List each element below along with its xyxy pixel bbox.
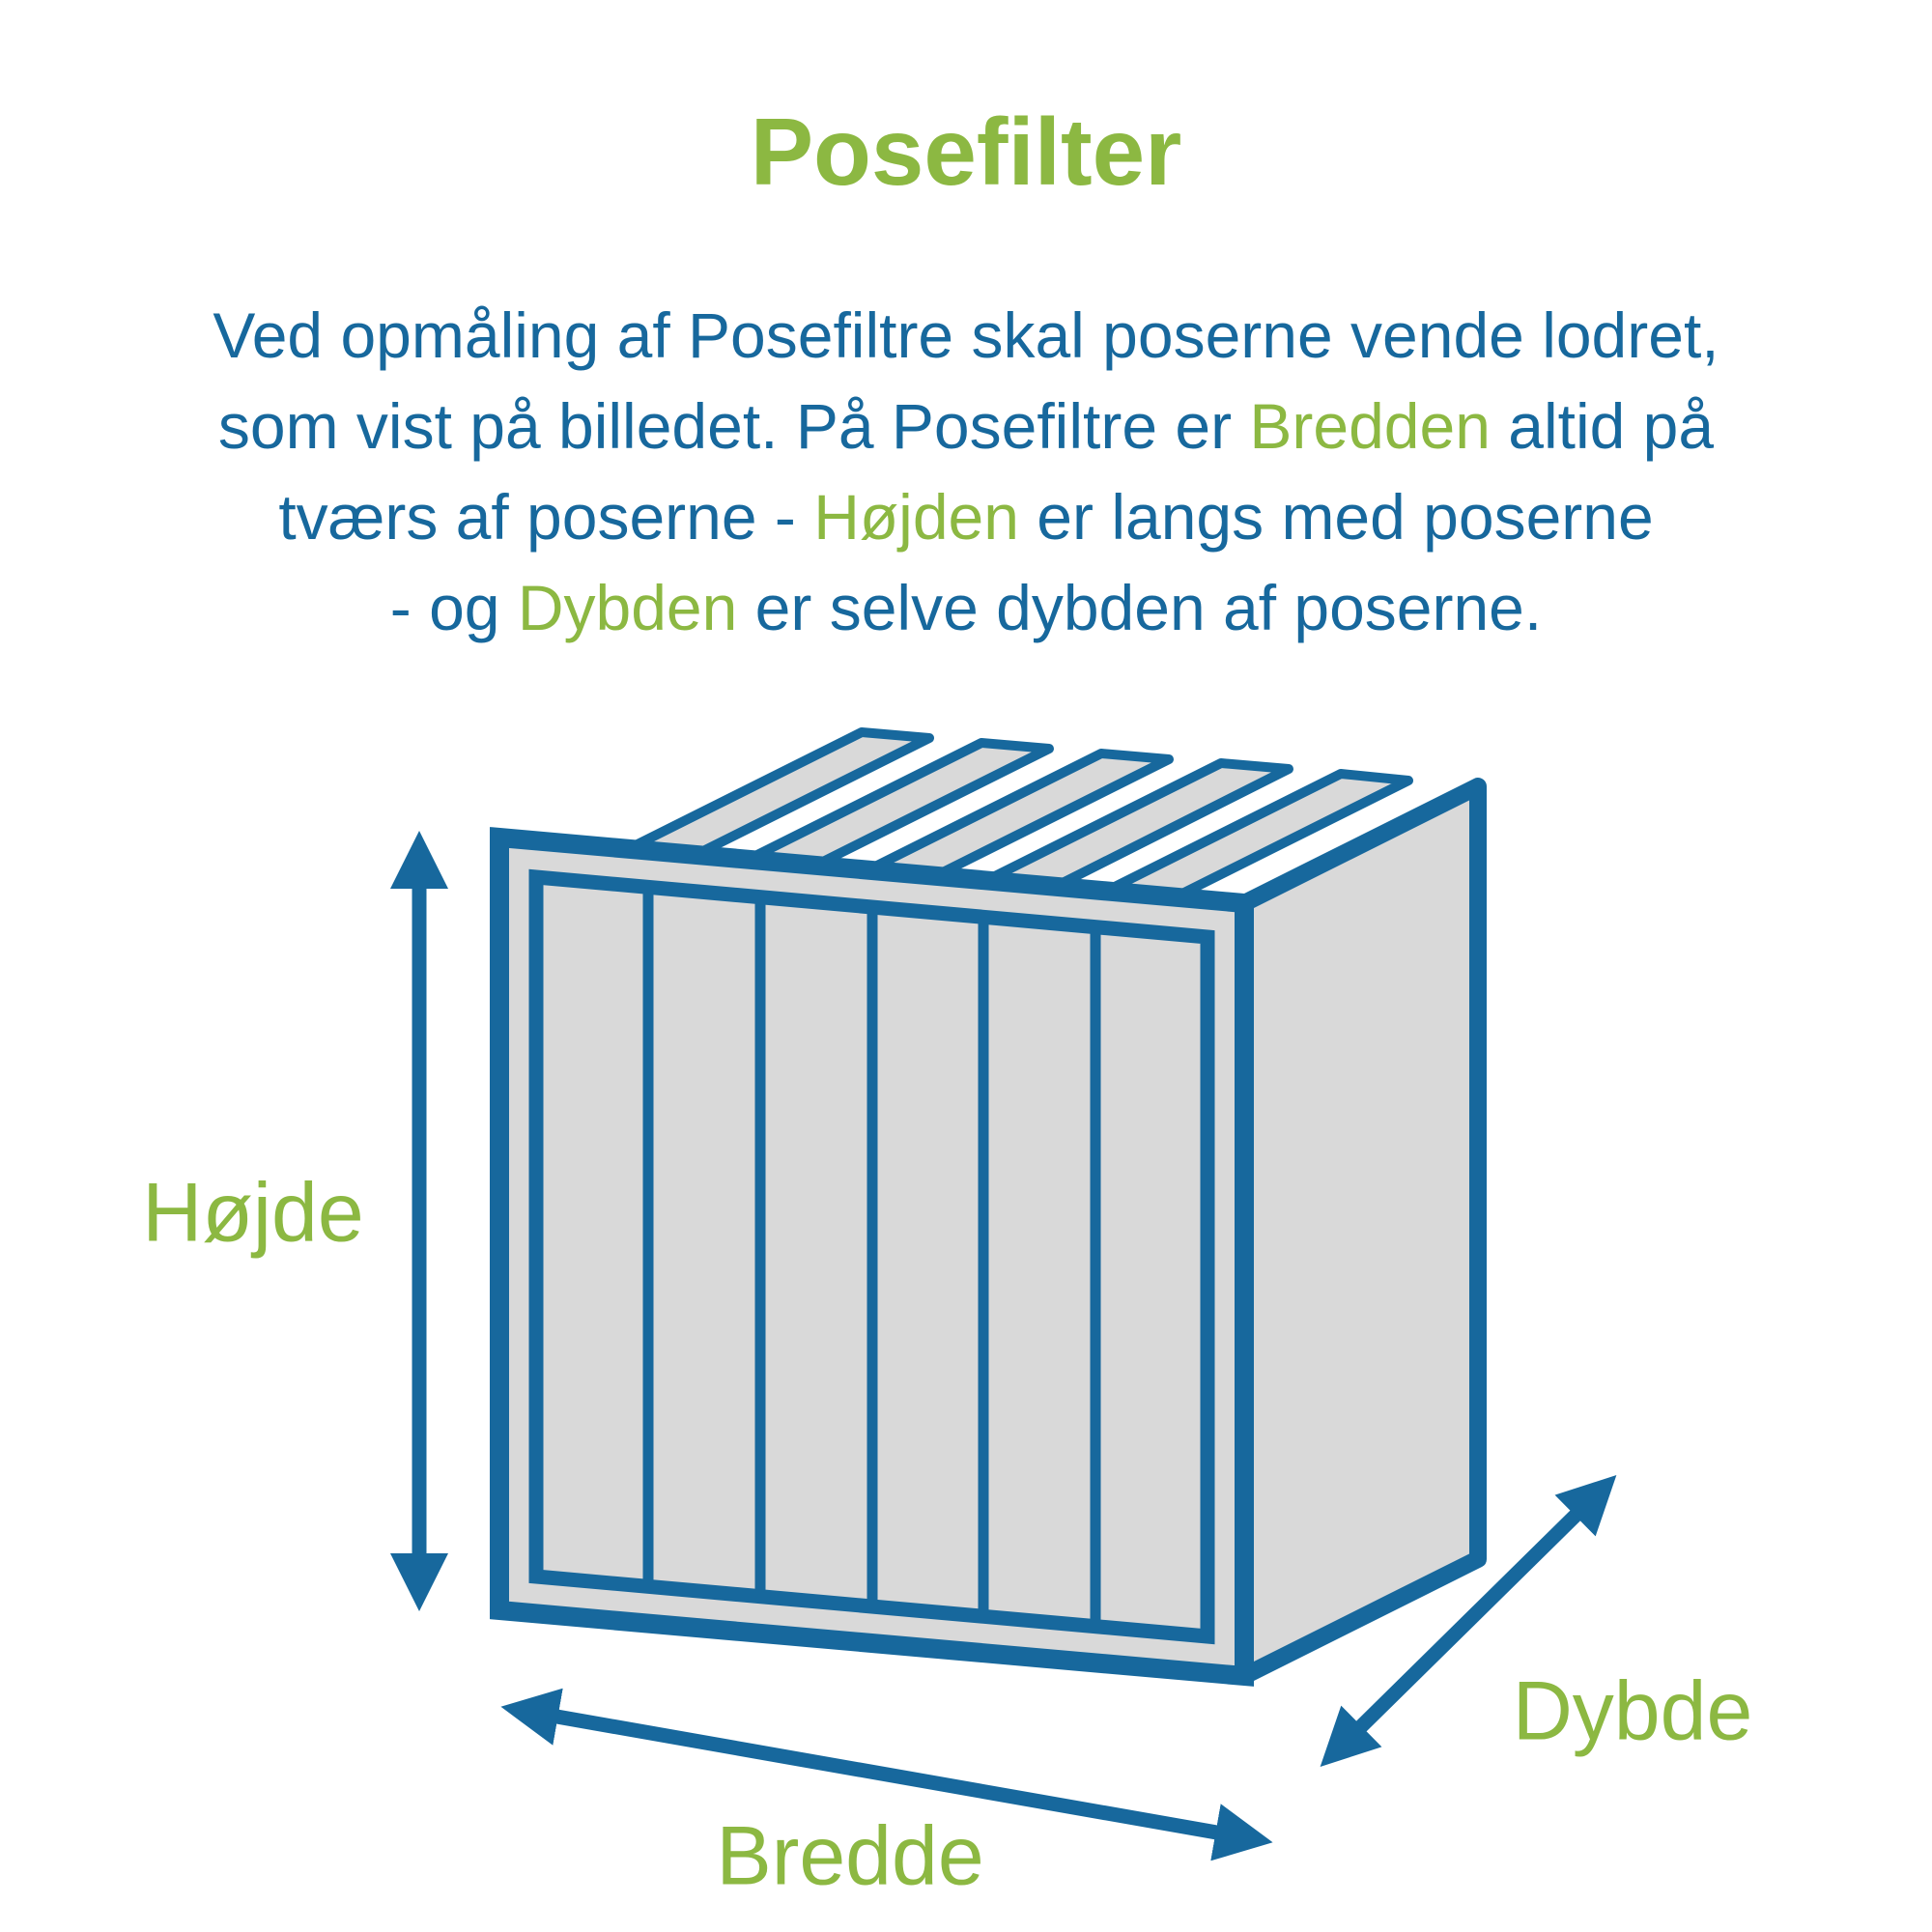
pocket-dividers [642,887,1101,1627]
intro-line-4: - og Dybden er selve dybden af poserne. [390,572,1542,643]
keyword-bredden: Bredden [1249,390,1491,462]
intro-line-3: tværs af poserne - Højden er langs med p… [278,481,1653,553]
intro-line-1: Ved opmåling af Posefiltre skal poserne … [213,299,1719,371]
intro-line-2-text: som vist på billedet. På Posefiltre er [217,390,1250,462]
keyword-hojden: Højden [813,481,1019,553]
keyword-dybden: Dybden [517,572,738,643]
intro-line-3-text: tværs af poserne - [278,481,814,553]
intro-line-2: som vist på billedet. På Posefiltre er B… [218,390,1714,462]
depth-label: Dybde [1512,1664,1753,1758]
depth-arrow [1320,1474,1617,1768]
width-label: Bredde [716,1809,984,1903]
intro-line-2-tail: altid på [1490,390,1715,462]
width-arrow [500,1688,1273,1861]
height-label: Højde [142,1166,364,1260]
page-title: Posefilter [750,99,1182,205]
filter-side-face [1236,778,1487,1685]
intro-line-4-text: - og [389,572,518,643]
intro-line-3-tail: er langs med poserne [1018,481,1654,553]
intro-line-4-tail: er selve dybden af poserne. [737,572,1543,643]
intro-paragraph: Ved opmåling af Posefiltre skal poserne … [0,290,1932,653]
